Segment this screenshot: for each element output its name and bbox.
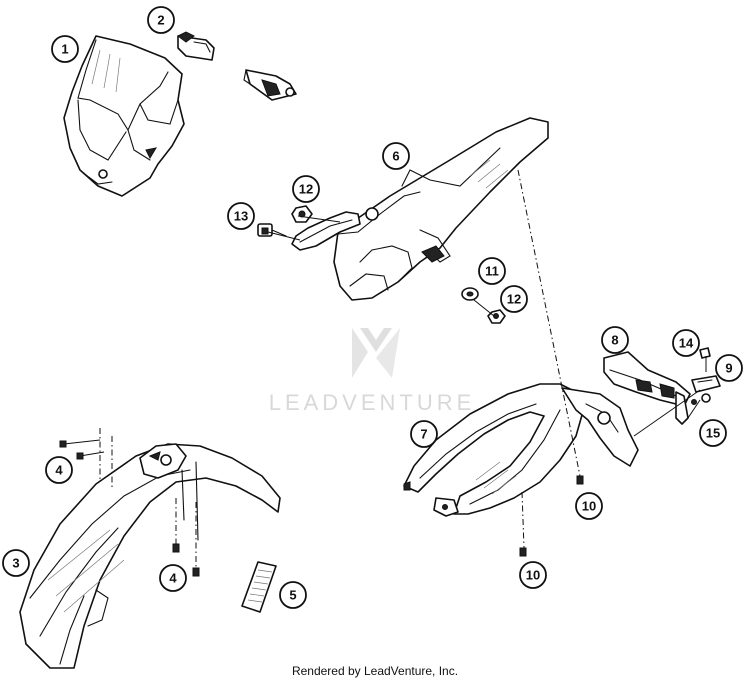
headlight-mask-part[interactable] xyxy=(63,35,185,197)
callout-4b[interactable]: 4 xyxy=(159,564,187,592)
callout-15[interactable]: 15 xyxy=(699,419,727,447)
callout-6[interactable]: 6 xyxy=(382,142,410,170)
callout-12b[interactable]: 12 xyxy=(500,285,528,313)
callout-10b[interactable]: 10 xyxy=(519,561,547,589)
callout-13[interactable]: 13 xyxy=(227,202,255,230)
callout-label: 13 xyxy=(234,209,248,224)
decal-5-part[interactable] xyxy=(241,561,277,613)
callout-label: 12 xyxy=(299,182,313,197)
screw-4-part[interactable] xyxy=(59,428,200,577)
screw-13-part[interactable] xyxy=(257,223,287,237)
callout-label: 7 xyxy=(420,427,427,442)
nut-15-part[interactable] xyxy=(691,393,711,405)
screw-14-part[interactable] xyxy=(699,347,711,372)
callout-9[interactable]: 9 xyxy=(715,354,743,382)
cable-clamp-part[interactable] xyxy=(177,31,297,101)
callout-label: 5 xyxy=(289,588,296,603)
callout-3[interactable]: 3 xyxy=(2,549,30,577)
callout-label: 4 xyxy=(55,463,63,478)
nut-12-part[interactable] xyxy=(291,205,506,324)
front-fender-part[interactable] xyxy=(19,443,281,669)
callout-label: 3 xyxy=(12,556,19,571)
reflector-9-part[interactable] xyxy=(691,375,721,393)
grommet-11-part[interactable] xyxy=(461,287,479,301)
callout-label: 1 xyxy=(61,42,68,57)
license-bracket-part[interactable] xyxy=(603,351,691,425)
callout-label: 8 xyxy=(611,333,618,348)
callout-label: 15 xyxy=(706,426,720,441)
callout-label: 4 xyxy=(169,571,177,586)
callout-10a[interactable]: 10 xyxy=(575,492,603,520)
callout-2[interactable]: 2 xyxy=(147,6,175,34)
callout-12a[interactable]: 12 xyxy=(292,175,320,203)
leadventure-watermark: LEADVENTURE xyxy=(269,328,476,415)
callout-label: 10 xyxy=(526,568,540,583)
rear-fender-part[interactable] xyxy=(291,117,549,301)
callout-label: 6 xyxy=(392,149,399,164)
callout-1[interactable]: 1 xyxy=(51,35,79,63)
render-credit: Rendered by LeadVenture, Inc. xyxy=(291,664,459,678)
callout-label: 12 xyxy=(507,292,521,307)
callout-label: 11 xyxy=(485,264,499,279)
callout-8[interactable]: 8 xyxy=(601,326,629,354)
callout-14[interactable]: 14 xyxy=(672,329,700,357)
callout-7[interactable]: 7 xyxy=(410,420,438,448)
watermark-text: LEADVENTURE xyxy=(269,390,476,415)
callout-label: 14 xyxy=(679,336,694,351)
callout-label: 10 xyxy=(582,499,596,514)
side-panel-part[interactable] xyxy=(403,383,639,517)
callout-11[interactable]: 11 xyxy=(478,257,506,285)
leader-lines xyxy=(267,169,701,557)
callout-label: 9 xyxy=(725,361,732,376)
callout-5[interactable]: 5 xyxy=(279,581,307,609)
callout-4a[interactable]: 4 xyxy=(45,456,73,484)
callout-label: 2 xyxy=(157,13,164,28)
